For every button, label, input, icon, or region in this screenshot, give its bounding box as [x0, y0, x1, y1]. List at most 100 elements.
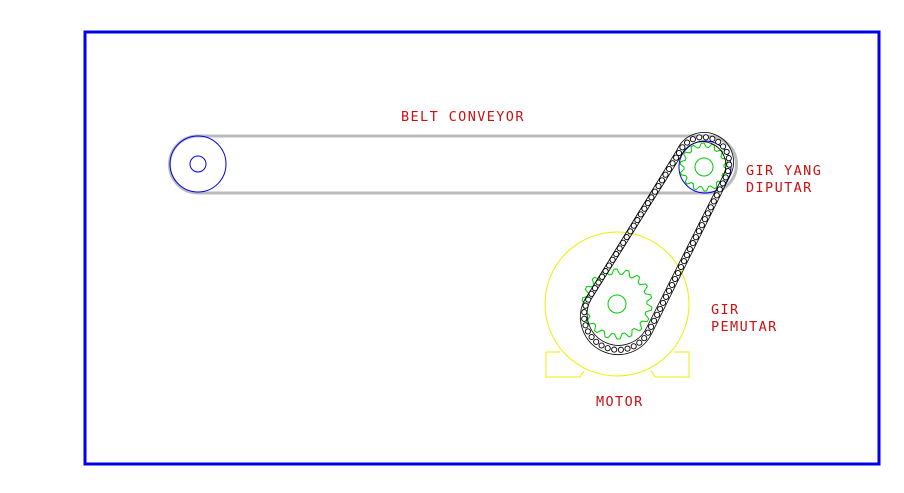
- chain-link: [704, 210, 711, 217]
- chain-link: [684, 139, 691, 146]
- chain-link: [669, 160, 676, 167]
- chain-link: [668, 281, 676, 289]
- chain-link: [613, 251, 620, 258]
- chain-link: [648, 323, 655, 330]
- chain-link: [679, 144, 686, 151]
- chain-link: [630, 343, 637, 350]
- chain-link: [609, 256, 616, 263]
- chain-link: [651, 317, 658, 324]
- drive-gear: [581, 268, 653, 340]
- idler-pulley: [169, 135, 227, 193]
- chain-link: [617, 346, 624, 353]
- chain-link: [588, 290, 595, 297]
- chain-link: [674, 269, 682, 277]
- chain-link: [620, 239, 627, 246]
- motor: [544, 231, 690, 378]
- label-drive-gear-line2: PEMUTAR: [711, 319, 778, 335]
- chain-link: [598, 342, 605, 349]
- chain-link: [665, 287, 673, 294]
- chain-link: [689, 136, 696, 143]
- driven-gear-teeth: [679, 142, 729, 192]
- chain-link: [627, 228, 634, 235]
- chain-link: [671, 275, 679, 283]
- chain-outline: [580, 132, 734, 355]
- drive-gear-hub: [607, 294, 627, 314]
- drawing-frame: [83, 30, 881, 466]
- chain-link: [588, 333, 595, 341]
- chain-link: [582, 302, 589, 309]
- chain-link: [719, 180, 726, 187]
- chain-link: [692, 234, 699, 241]
- chain-link: [581, 309, 588, 316]
- chain-link: [645, 329, 652, 336]
- chain-link: [707, 204, 714, 211]
- chain-link: [648, 194, 655, 201]
- label-driven-gear-line1: GIR YANG: [746, 163, 822, 179]
- chain-link: [701, 216, 708, 223]
- roller-chain: [580, 132, 734, 355]
- belt-conveyor: [168, 134, 738, 195]
- chain-link: [677, 263, 685, 271]
- chain-link: [683, 252, 690, 259]
- idler-pulley-hub: [189, 155, 207, 173]
- chain-link: [695, 228, 702, 235]
- motor-left-foot: [545, 351, 585, 378]
- chain-link: [713, 192, 720, 199]
- chain-link: [659, 299, 667, 306]
- chain-link: [720, 143, 727, 150]
- chain-link: [722, 174, 729, 181]
- chain-link: [709, 135, 716, 142]
- chain-link: [623, 234, 630, 241]
- chain-inner-outline: [586, 141, 727, 346]
- chain-link: [616, 245, 623, 252]
- chain-link: [634, 217, 641, 224]
- chain-link: [716, 186, 723, 193]
- chain-link: [644, 200, 651, 207]
- chain-link: [725, 155, 732, 162]
- chain-link: [606, 262, 613, 269]
- chain-link: [641, 335, 648, 342]
- chain-link: [698, 222, 705, 229]
- chain-link: [657, 305, 664, 312]
- chain-link: [689, 240, 696, 247]
- chain-link: [702, 134, 709, 141]
- chain-link: [637, 211, 644, 218]
- chain-link: [710, 198, 717, 205]
- chain-link: [585, 296, 592, 303]
- chain-link: [675, 149, 683, 157]
- belt-left-wrap: [168, 134, 199, 195]
- chain-link: [611, 346, 618, 353]
- motor-right-foot: [650, 351, 690, 378]
- chain-link: [591, 285, 599, 292]
- chain-link: [651, 188, 658, 195]
- chain-link: [604, 345, 611, 352]
- chain-link: [655, 182, 662, 190]
- driven-gear: [679, 142, 729, 192]
- chain-link: [662, 171, 669, 178]
- label-motor: MOTOR: [596, 394, 644, 410]
- drive-gear-teeth: [581, 268, 653, 340]
- chain-link: [624, 345, 631, 352]
- motor-body: [544, 231, 690, 377]
- chain-link: [602, 268, 609, 275]
- chain-link: [662, 293, 670, 300]
- driven-gear-hub: [694, 157, 714, 177]
- chain-link: [636, 339, 643, 346]
- chain-link: [723, 148, 730, 155]
- chain-link: [658, 177, 666, 184]
- label-drive-gear-line1: GIR: [711, 302, 740, 318]
- chain-link: [726, 161, 733, 168]
- chain-link: [715, 138, 722, 145]
- chain-link: [654, 311, 661, 318]
- chain-link: [584, 328, 591, 335]
- chain-link: [673, 154, 680, 161]
- chain-link: [630, 222, 637, 229]
- chain-link: [641, 205, 648, 212]
- chain-link: [581, 315, 588, 322]
- chain-link: [582, 322, 589, 329]
- label-belt-conveyor: BELT CONVEYOR: [401, 109, 525, 125]
- chain-link: [686, 246, 693, 253]
- chain-link: [593, 338, 600, 345]
- chain-link: [666, 165, 673, 173]
